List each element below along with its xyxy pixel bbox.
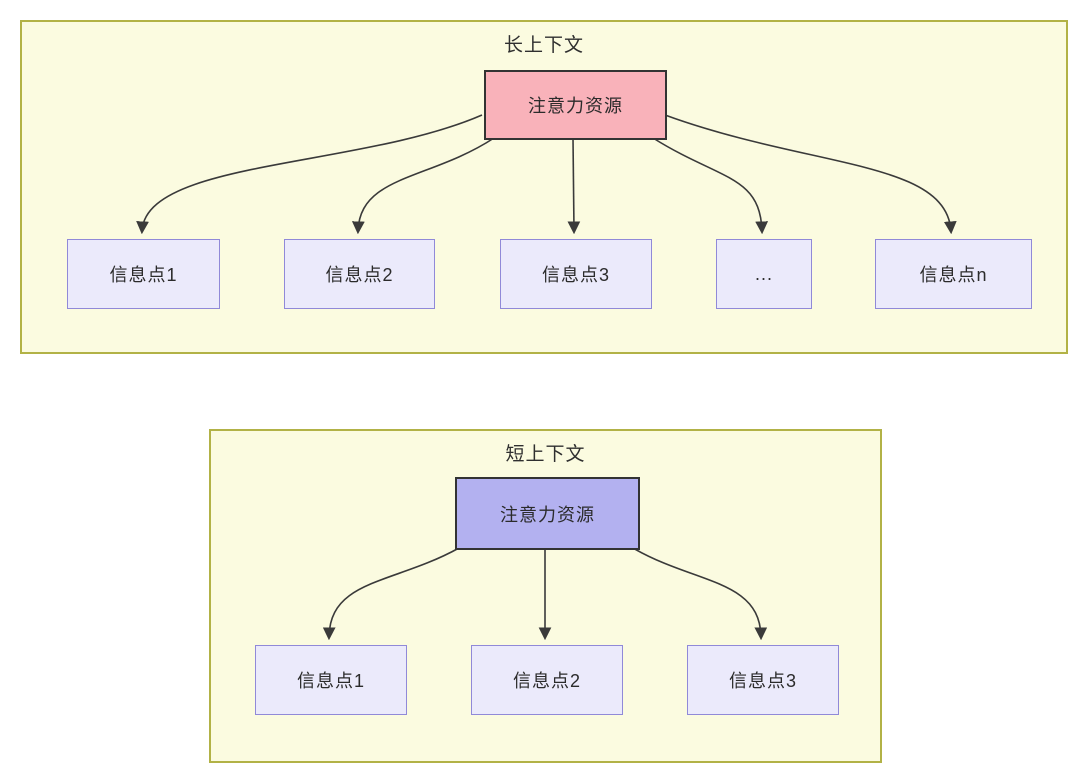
info-node-long-ellipsis: ... — [716, 239, 812, 309]
info-node-short-2: 信息点2 — [471, 645, 623, 715]
short-context-title: 短上下文 — [505, 444, 586, 465]
arrow-attention-to-node3 — [567, 137, 581, 235]
info-node-short-3: 信息点3 — [687, 645, 839, 715]
arrow-attention-to-node1 — [322, 547, 460, 641]
arrow-attention-to-node5 — [664, 114, 957, 235]
long-context-title: 长上下文 — [503, 35, 584, 56]
attention-box-long: 注意力资源 — [484, 70, 667, 140]
info-node-short-1: 信息点1 — [255, 645, 407, 715]
arrow-attention-to-node1 — [136, 114, 483, 235]
info-node-long-3: 信息点3 — [500, 239, 652, 309]
arrow-attention-to-node4 — [652, 137, 769, 235]
info-node-long-2: 信息点2 — [284, 239, 435, 309]
attention-box-short: 注意力资源 — [455, 477, 640, 550]
long-context-panel: 长上下文 注意力资源 信息点1 信息点2 信息点3 ... 信息点n — [20, 20, 1068, 354]
arrow-attention-to-node3 — [632, 547, 768, 641]
info-node-long-n: 信息点n — [875, 239, 1032, 309]
info-node-long-1: 信息点1 — [67, 239, 220, 309]
arrow-attention-to-node2 — [351, 137, 495, 235]
short-context-panel: 短上下文 注意力资源 信息点1 信息点2 信息点3 — [209, 429, 882, 763]
